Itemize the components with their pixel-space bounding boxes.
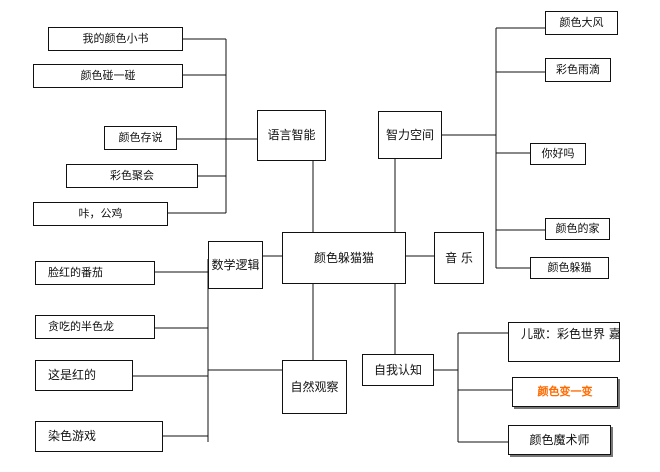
language-item: 颜色碰一碰 [33, 64, 183, 88]
center-node: 颜色躲猫猫 [282, 232, 406, 284]
self-item: 儿歌：彩色世界 嘉年华 [508, 322, 620, 362]
language-item: 咔，公鸡 [33, 202, 168, 226]
branch-space: 智力空间 [378, 111, 442, 159]
space-item: 你好吗 [530, 143, 586, 165]
branch-self: 自我认知 [362, 354, 434, 386]
space-item: 彩色雨滴 [545, 58, 611, 82]
branch-math: 数学逻辑 [208, 241, 263, 289]
branch-music: 音 乐 [434, 232, 484, 284]
space-item: 颜色的家 [545, 218, 610, 240]
math-item: 这是红的 [35, 360, 133, 391]
language-item: 颜色存说 [104, 126, 177, 150]
math-item: 贪吃的半色龙 [35, 315, 155, 339]
self-item-highlight: 颜色变一变 [512, 377, 618, 407]
language-item: 我的颜色小书 [48, 27, 183, 51]
math-item: 染色游戏 [35, 421, 163, 452]
space-item: 颜色大风 [545, 11, 618, 35]
language-item: 彩色聚会 [66, 164, 198, 188]
space-item: 颜色躲猫 [530, 257, 609, 279]
branch-nature: 自然观察 [282, 360, 347, 414]
math-item: 脸红的番茄 [35, 261, 155, 285]
branch-language: 语言智能 [257, 110, 326, 161]
self-item: 颜色魔术师 [508, 425, 611, 455]
